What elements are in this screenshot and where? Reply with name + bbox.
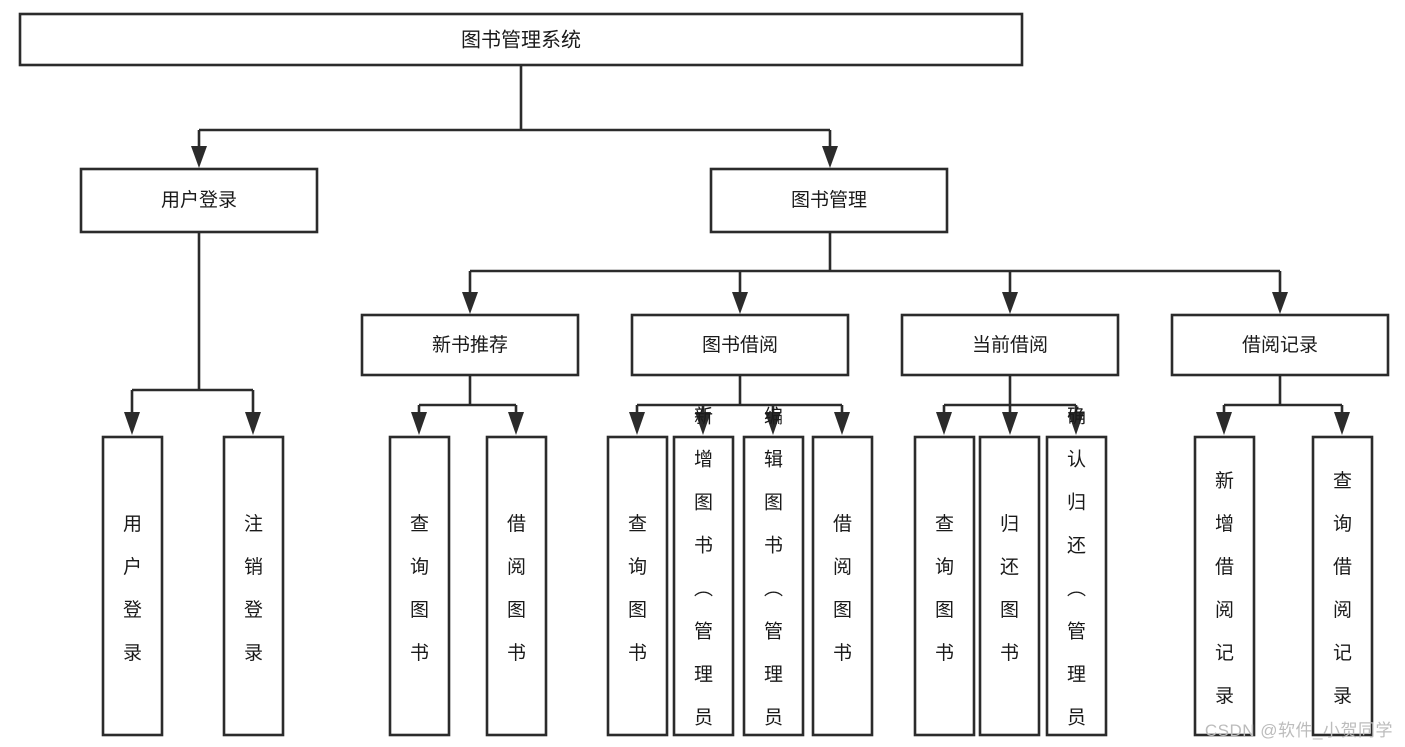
leaf-query-book-3-label: 查询图书 — [935, 513, 954, 664]
arrow-head-current-borrow — [1002, 292, 1018, 314]
node-book-borrow-rect[interactable] — [630, 313, 850, 377]
arrow-head-leaf-edit-book — [765, 412, 781, 435]
leaf-borrow-book-2-label: 借阅图书 — [833, 513, 852, 664]
leaf-confirm-return[interactable]: 确认归还︵管理员︶ — [1045, 406, 1108, 747]
leaf-edit-book-rect[interactable] — [742, 435, 805, 737]
connector-group-root-to-level2 — [191, 65, 838, 168]
arrow-head-leaf-add-record — [1216, 412, 1232, 435]
arrow-head-book-borrow — [732, 292, 748, 314]
leaf-query-book-1-label: 查询图书 — [410, 513, 429, 664]
arrow-head-new-book-rec — [462, 292, 478, 314]
leaf-query-record[interactable]: 查询借阅记录 — [1311, 435, 1374, 737]
connector-group-borrow-record-leaves — [1216, 375, 1350, 435]
arrow-head-leaf-query-book-2 — [629, 412, 645, 435]
arrow-head-leaf-confirm-return — [1068, 412, 1084, 435]
leaf-node-layer: 用户登录 注销登录 查询图书 借阅图书 查询图书 新增图书︵管理员︶ 编辑图书︵管理员︶ 借阅… — [101, 406, 1374, 747]
leaf-logout[interactable]: 注销登录 — [222, 435, 285, 737]
node-borrow-record-rect[interactable] — [1170, 313, 1390, 377]
node-book-borrow[interactable]: 图书借阅 — [630, 313, 850, 377]
connector-group-book-manage-to-level3 — [462, 232, 1288, 314]
node-user-login-label: 用户登录 — [161, 189, 237, 211]
leaf-add-book-label: 新增图书︵管理员︶ — [694, 406, 713, 747]
arrow-head-leaf-borrow-book-2 — [834, 412, 850, 435]
node-current-borrow-rect[interactable] — [900, 313, 1120, 377]
leaf-add-book-rect[interactable] — [672, 435, 735, 737]
arrow-head-leaf-return-book — [1002, 412, 1018, 435]
leaf-edit-book-label: 编辑图书︵管理员︶ — [764, 406, 783, 747]
leaf-query-book-3-rect[interactable] — [913, 435, 976, 737]
leaf-borrow-book-1-label: 借阅图书 — [507, 513, 526, 664]
leaf-user-login-label: 用户登录 — [123, 514, 142, 664]
node-book-manage[interactable]: 图书管理 — [709, 167, 949, 234]
leaf-query-record-label: 查询借阅记录 — [1333, 470, 1352, 707]
arrow-head-leaf-query-book-3 — [936, 412, 952, 435]
arrow-head-leaf-logout — [245, 412, 261, 435]
leaf-logout-rect[interactable] — [222, 435, 285, 737]
arrow-head-leaf-query-record — [1334, 412, 1350, 435]
leaf-borrow-book-2[interactable]: 借阅图书 — [811, 435, 874, 737]
node-book-manage-label: 图书管理 — [791, 189, 867, 211]
leaf-query-book-2-rect[interactable] — [606, 435, 669, 737]
leaf-confirm-return-label: 确认归还︵管理员︶ — [1067, 406, 1086, 747]
leaf-logout-label: 注销登录 — [244, 513, 263, 664]
node-user-login-rect[interactable] — [79, 167, 319, 234]
arrow-head-user-login — [191, 146, 207, 168]
node-new-book-rec-label: 新书推荐 — [432, 334, 508, 356]
leaf-user-login[interactable]: 用户登录 — [101, 435, 164, 737]
leaf-return-book-rect[interactable] — [978, 435, 1041, 737]
leaf-query-book-1[interactable]: 查询图书 — [388, 435, 451, 737]
node-current-borrow[interactable]: 当前借阅 — [900, 313, 1120, 377]
arrow-head-book-manage — [822, 146, 838, 168]
arrow-head-leaf-borrow-book-1 — [508, 412, 524, 435]
node-root-rect[interactable] — [18, 12, 1024, 67]
leaf-add-record[interactable]: 新增借阅记录 — [1193, 435, 1256, 737]
node-borrow-record[interactable]: 借阅记录 — [1170, 313, 1390, 377]
arrow-head-leaf-add-book — [695, 412, 711, 435]
leaf-query-book-1-rect[interactable] — [388, 435, 451, 737]
leaf-borrow-book-1-rect[interactable] — [485, 435, 548, 737]
leaf-add-record-label: 新增借阅记录 — [1215, 470, 1234, 707]
node-book-manage-rect[interactable] — [709, 167, 949, 234]
watermark-text: CSDN @软件_小贺同学 — [1204, 721, 1393, 740]
node-new-book-rec-rect[interactable] — [360, 313, 580, 377]
leaf-borrow-book-2-rect[interactable] — [811, 435, 874, 737]
node-user-login[interactable]: 用户登录 — [79, 167, 319, 234]
leaf-add-book[interactable]: 新增图书︵管理员︶ — [672, 406, 735, 747]
node-root[interactable]: 图书管理系统 — [18, 12, 1024, 67]
leaf-query-record-rect[interactable] — [1311, 435, 1374, 737]
leaf-return-book[interactable]: 归还图书 — [978, 435, 1041, 737]
leaf-query-book-2[interactable]: 查询图书 — [606, 435, 669, 737]
node-book-borrow-label: 图书借阅 — [702, 334, 778, 356]
arrow-head-leaf-query-book-1 — [411, 412, 427, 435]
node-borrow-record-label: 借阅记录 — [1242, 334, 1318, 356]
arrow-head-borrow-record — [1272, 292, 1288, 314]
connector-group-new-book-rec-leaves — [411, 375, 524, 435]
leaf-edit-book[interactable]: 编辑图书︵管理员︶ — [742, 406, 805, 747]
arrow-head-leaf-user-login — [124, 412, 140, 435]
node-current-borrow-label: 当前借阅 — [972, 334, 1048, 356]
node-root-label: 图书管理系统 — [461, 28, 581, 51]
leaf-query-book-2-label: 查询图书 — [628, 513, 647, 664]
leaf-user-login-rect[interactable] — [101, 435, 164, 737]
leaf-return-book-label: 归还图书 — [1000, 513, 1019, 664]
connector-group-book-borrow-leaves — [629, 375, 850, 435]
leaf-borrow-book-1[interactable]: 借阅图书 — [485, 435, 548, 737]
node-new-book-rec[interactable]: 新书推荐 — [360, 313, 580, 377]
leaf-confirm-return-rect[interactable] — [1045, 435, 1108, 737]
leaf-query-book-3[interactable]: 查询图书 — [913, 435, 976, 737]
connector-group-user-login-leaves — [124, 232, 261, 435]
leaf-add-record-rect[interactable] — [1193, 435, 1256, 737]
connector-group-current-borrow-leaves — [936, 375, 1084, 435]
